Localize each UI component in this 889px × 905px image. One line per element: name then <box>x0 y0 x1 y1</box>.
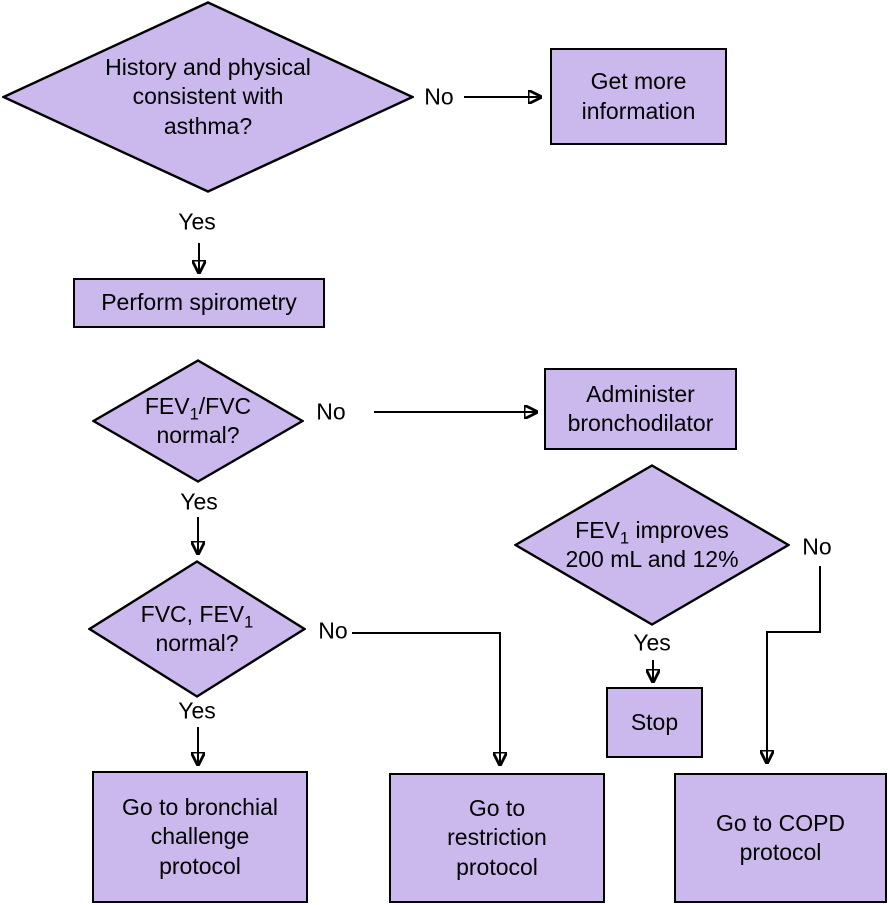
diamond-shape <box>92 359 304 483</box>
edge-label-fvcfev1-yes: Yes <box>178 697 216 724</box>
process-perform-spirometry-label: Perform spirometry <box>101 289 297 316</box>
edge-label-improves-no: No <box>802 533 832 560</box>
process-restriction-protocol: Go to restriction protocol <box>389 773 605 903</box>
process-bronchial-challenge-protocol-label: Go to bronchial challenge protocol <box>122 793 278 879</box>
decision-history-physical-label: History and physical consistent with ast… <box>105 53 311 139</box>
decision-fev1-fvc-normal-label: FEV1/FVC normal? <box>144 392 252 448</box>
process-copd-protocol-label: Go to COPD protocol <box>715 809 846 865</box>
edge-label-fev1fvc-no: No <box>316 398 346 425</box>
edge-label-history-yes: Yes <box>178 208 216 235</box>
edge-label-improves-yes: Yes <box>633 629 671 656</box>
decision-fev1-improves-label: FEV1 improves 200 mL and 12% <box>565 516 739 572</box>
diamond-shape <box>88 560 306 698</box>
process-administer-bronchodilator: Administer bronchodilator <box>544 368 737 450</box>
decision-fvc-fev1-normal-label: FVC, FEV1 normal? <box>140 600 254 656</box>
decision-fvc-fev1-normal: FVC, FEV1 normal? <box>88 560 306 698</box>
diamond-shape <box>514 464 790 626</box>
process-administer-bronchodilator-label: Administer bronchodilator <box>567 380 714 436</box>
decision-fev1-improves: FEV1 improves 200 mL and 12% <box>514 464 790 626</box>
edge-label-fev1fvc-yes: Yes <box>180 488 218 515</box>
process-get-more-information: Get more information <box>550 48 727 145</box>
process-stop-label: Stop <box>630 708 679 735</box>
connector-fvcfev1-no <box>352 632 500 764</box>
diamond-shape <box>2 1 414 193</box>
decision-fev1-fvc-normal: FEV1/FVC normal? <box>92 359 304 483</box>
edge-label-history-no: No <box>424 83 454 110</box>
process-restriction-protocol-label: Go to restriction protocol <box>447 794 547 880</box>
edge-label-fvcfev1-no: No <box>318 617 348 644</box>
process-copd-protocol: Go to COPD protocol <box>674 773 887 903</box>
process-stop: Stop <box>606 687 703 758</box>
process-get-more-information-label: Get more information <box>581 68 696 124</box>
decision-history-physical: History and physical consistent with ast… <box>2 1 414 193</box>
process-bronchial-challenge-protocol: Go to bronchial challenge protocol <box>92 771 308 903</box>
process-perform-spirometry: Perform spirometry <box>73 278 325 328</box>
